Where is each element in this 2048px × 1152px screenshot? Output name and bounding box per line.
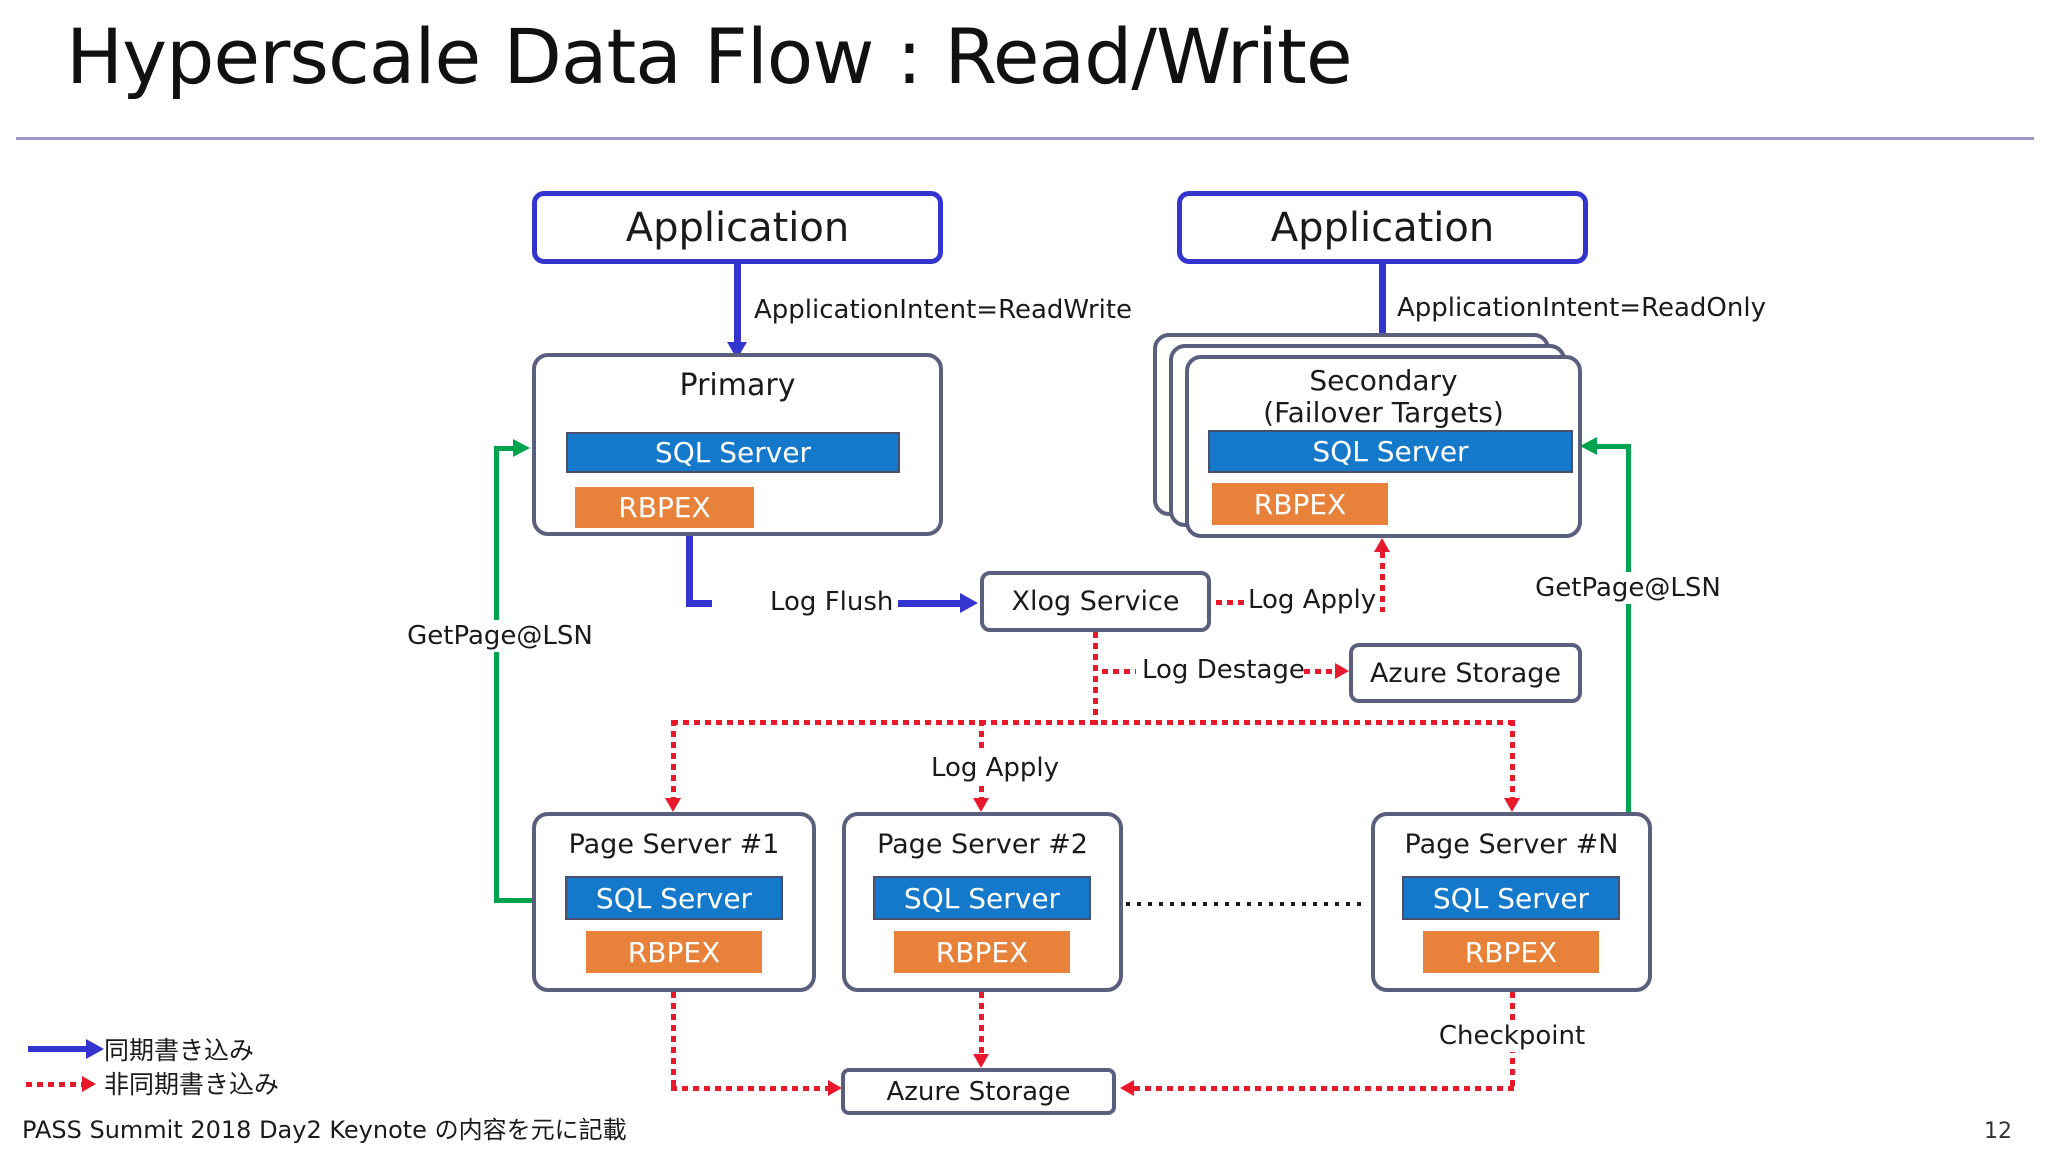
legend-async-arrow-icon: [26, 1082, 82, 1087]
arrowhead-left-icon: [1120, 1080, 1134, 1096]
arrowhead-down-icon: [973, 798, 989, 812]
xlog-service-label: Xlog Service: [1011, 586, 1180, 617]
legend-sync-arrow-icon: [28, 1046, 86, 1052]
async-ps1-down: [671, 992, 676, 1090]
async-line-logapply-up: [1380, 552, 1385, 612]
primary-title: Primary: [679, 368, 796, 403]
label-log-apply-secondary: Log Apply: [1248, 585, 1377, 615]
arrowhead-right-icon: [828, 1080, 842, 1096]
arrowhead-down-icon: [1504, 798, 1520, 812]
primary-rbpex-bar: RBPEX: [575, 487, 754, 528]
secondary-rbpex-bar: RBPEX: [1212, 483, 1388, 525]
async-ps2-down: [979, 992, 984, 1056]
application-left-box: Application: [532, 191, 943, 264]
label-checkpoint: Checkpoint: [1437, 1020, 1587, 1052]
secondary-title: Secondary: [1309, 364, 1458, 397]
page-server-n-sql-bar: SQL Server: [1402, 876, 1620, 920]
arrowhead-left-icon: [1580, 437, 1597, 455]
azure-storage-bottom-box: Azure Storage: [841, 1068, 1116, 1115]
page-server-n-rbpex-bar: RBPEX: [1423, 931, 1599, 973]
page-number: 12: [1984, 1119, 2012, 1144]
page-title: Hyperscale Data Flow : Read/Write: [66, 12, 1353, 101]
async-ps1-to-azure: [671, 1086, 829, 1091]
arrowhead-up-icon: [1374, 538, 1390, 552]
arrowhead-right-icon: [513, 439, 530, 457]
async-psn-to-azure: [1134, 1086, 1515, 1091]
label-intent-readwrite: ApplicationIntent=ReadWrite: [754, 295, 1133, 325]
primary-sql-server-bar: SQL Server: [566, 432, 900, 473]
footer-note: PASS Summit 2018 Day2 Keynote の内容を元に記載: [22, 1116, 627, 1144]
label-log-apply-page-servers: Log Apply: [928, 752, 1062, 784]
application-right-box: Application: [1177, 191, 1588, 264]
arrowhead-right-icon: [86, 1039, 104, 1059]
async-drop-ps1: [671, 720, 676, 800]
getpage-line-left-bottom: [494, 898, 532, 903]
label-log-flush: Log Flush: [770, 587, 894, 617]
page-server-1-box: Page Server #1 SQL Server RBPEX: [532, 812, 816, 992]
sync-line-appright-secondary: [1379, 264, 1386, 344]
async-trunk-line: [672, 720, 1515, 725]
page-server-2-title: Page Server #2: [877, 829, 1088, 860]
async-line-xlog-down: [1093, 632, 1098, 725]
page-server-1-sql-bar: SQL Server: [565, 876, 783, 920]
getpage-line-right-vertical: [1626, 444, 1631, 812]
async-stub-xlog-right: [1216, 600, 1246, 605]
page-servers-ellipsis: [1126, 902, 1366, 906]
application-right-label: Application: [1270, 204, 1495, 251]
legend-sync-label: 同期書き込み: [104, 1036, 255, 1065]
azure-storage-log-label: Azure Storage: [1369, 657, 1562, 689]
primary-box: Primary SQL Server RBPEX: [532, 353, 943, 536]
secondary-box: Secondary (Failover Targets) SQL Server …: [1185, 355, 1582, 538]
arrowhead-right-icon: [1335, 663, 1349, 679]
getpage-line-right-top: [1597, 444, 1626, 449]
label-log-destage: Log Destage: [1142, 655, 1305, 685]
label-getpage-left: GetPage@LSN: [402, 620, 598, 652]
page-server-2-box: Page Server #2 SQL Server RBPEX: [842, 812, 1123, 992]
application-left-label: Application: [625, 204, 850, 251]
arrowhead-down-icon: [665, 798, 681, 812]
legend-async-label: 非同期書き込み: [104, 1070, 280, 1099]
xlog-service-box: Xlog Service: [980, 571, 1211, 632]
title-divider: [16, 137, 2034, 140]
arrowhead-right-icon: [960, 593, 978, 613]
sync-line-into-xlog: [898, 600, 960, 607]
getpage-line-left-top: [494, 446, 514, 451]
page-server-n-box: Page Server #N SQL Server RBPEX: [1371, 812, 1652, 992]
arrowhead-right-icon: [82, 1076, 96, 1092]
sync-line-appleft-primary: [734, 264, 741, 344]
azure-storage-log-box: Azure Storage: [1349, 643, 1582, 703]
page-server-1-title: Page Server #1: [568, 829, 780, 860]
getpage-line-left-vertical: [494, 446, 499, 902]
async-stub-destage-left: [1102, 669, 1136, 674]
label-intent-readonly: ApplicationIntent=ReadOnly: [1397, 293, 1766, 323]
page-server-1-rbpex-bar: RBPEX: [586, 931, 762, 973]
page-server-2-rbpex-bar: RBPEX: [894, 931, 1070, 973]
label-getpage-right: GetPage@LSN: [1530, 572, 1726, 604]
secondary-subtitle: (Failover Targets): [1263, 396, 1504, 429]
async-drop-psn: [1510, 720, 1515, 800]
async-line-destage-into-azure: [1304, 669, 1336, 674]
sync-line-elbow: [686, 600, 712, 607]
page-server-n-title: Page Server #N: [1404, 829, 1619, 860]
sync-line-primary-down: [686, 536, 693, 607]
arrowhead-down-icon: [973, 1054, 989, 1068]
secondary-sql-server-bar: SQL Server: [1208, 430, 1573, 473]
azure-storage-bottom-label: Azure Storage: [886, 1076, 1071, 1107]
page-server-2-sql-bar: SQL Server: [873, 876, 1091, 920]
